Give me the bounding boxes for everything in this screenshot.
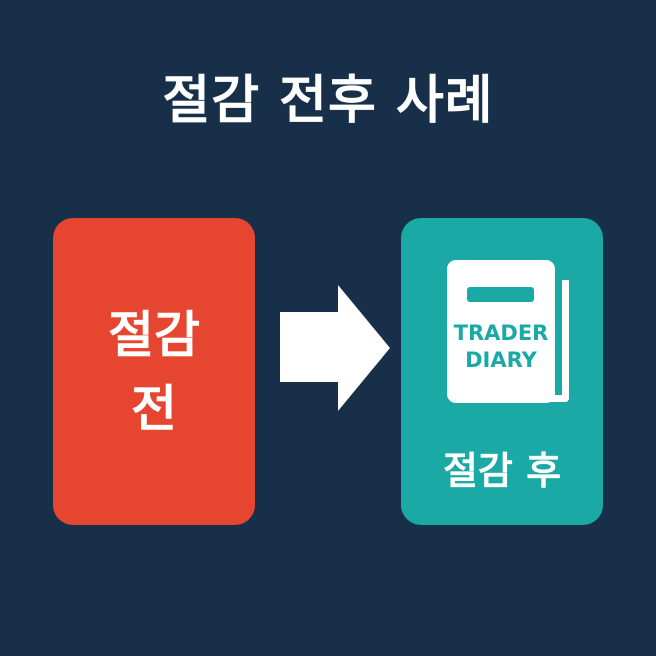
- before-label-line2: 전: [131, 380, 177, 438]
- before-label-line1: 절감: [108, 306, 200, 364]
- before-card: 절감 전: [53, 218, 255, 525]
- before-label: 절감 전: [53, 298, 255, 446]
- right-arrow-icon: [280, 285, 390, 411]
- after-label: 절감 후: [442, 449, 562, 493]
- book-title-line2: DIARY: [465, 348, 537, 372]
- after-card: TRADER DIARY 절감 후: [401, 218, 603, 525]
- book-title-line1: TRADER: [453, 321, 549, 345]
- page-title: 절감 전후 사례: [162, 71, 494, 131]
